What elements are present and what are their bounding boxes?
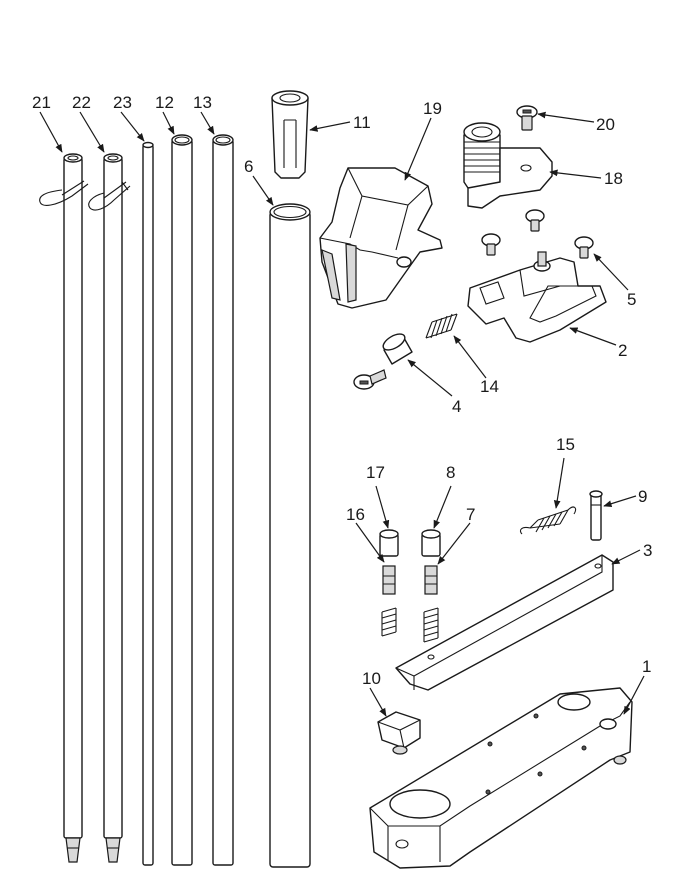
tube-13	[212, 134, 234, 866]
screw-b	[525, 209, 545, 232]
hairpin-clip-21	[39, 180, 89, 206]
rod-23	[142, 141, 154, 866]
callout-18: 18	[604, 169, 623, 188]
cap-17	[379, 529, 399, 557]
spring-7	[423, 607, 439, 643]
stud-16	[382, 565, 396, 595]
callout-2: 2	[618, 341, 627, 360]
stud-7	[424, 565, 438, 595]
callout-12: 12	[155, 93, 174, 112]
threaded-head-18	[463, 122, 553, 209]
callout-15: 15	[556, 435, 575, 454]
sleeve-11	[271, 90, 309, 179]
callout-13: 13	[193, 93, 212, 112]
rod-21	[63, 153, 83, 863]
bar-3	[395, 554, 614, 691]
callout-10: 10	[362, 669, 381, 688]
callout-9: 9	[638, 487, 647, 506]
spring-14	[425, 313, 458, 339]
callout-22: 22	[72, 93, 91, 112]
leader-lines	[39, 111, 645, 717]
callout-7: 7	[466, 505, 475, 524]
callout-21: 21	[32, 93, 51, 112]
callout-11: 11	[353, 113, 371, 132]
base-1	[369, 687, 633, 869]
hairpin-clip-22	[88, 181, 131, 211]
knob-10	[377, 711, 421, 755]
callout-14: 14	[480, 377, 499, 396]
rod-22	[103, 153, 123, 863]
callout-16: 16	[346, 505, 365, 524]
cap-8	[421, 529, 441, 557]
screw-5	[574, 236, 594, 259]
screw-4	[353, 369, 387, 390]
callout-3: 3	[643, 541, 652, 560]
spring-15	[519, 506, 577, 535]
callout-8: 8	[446, 463, 455, 482]
callout-labels: 21 22 23 12 13 6 11 19 20 18 5 2 14 4 15…	[32, 93, 652, 688]
callout-4: 4	[452, 397, 461, 416]
screw-a	[481, 233, 501, 256]
pin-4	[382, 333, 413, 365]
callout-23: 23	[113, 93, 132, 112]
carriage-2	[467, 251, 607, 343]
callout-20: 20	[596, 115, 615, 134]
callout-1: 1	[642, 657, 651, 676]
callout-6: 6	[244, 157, 253, 176]
tube-6	[269, 203, 311, 868]
callout-19: 19	[423, 99, 442, 118]
tube-12	[171, 134, 193, 866]
spring-16	[381, 607, 397, 637]
cradle-19	[319, 167, 443, 309]
callout-17: 17	[366, 463, 385, 482]
pin-9	[589, 490, 603, 541]
screw-20	[516, 105, 538, 131]
callout-5: 5	[627, 290, 636, 309]
